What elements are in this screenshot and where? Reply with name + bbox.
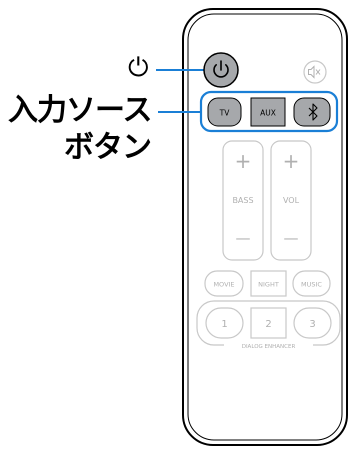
dialog-button-3[interactable]: [293, 307, 332, 339]
aux-button-label: AUX: [260, 109, 276, 118]
mute-button[interactable]: [303, 60, 327, 84]
dialog-button-2-label: 2: [265, 319, 271, 330]
power-symbol-label: ⏻: [128, 53, 149, 83]
dialog-button-3-label: 3: [309, 319, 315, 330]
vol-label: VOL: [283, 196, 300, 205]
dialog-button-1[interactable]: [205, 307, 244, 339]
night-button-label: NIGHT: [258, 281, 279, 289]
remote-body-inner: [187, 13, 343, 441]
bluetooth-button[interactable]: [293, 97, 331, 127]
input-source-label-line1: 入力ソース: [8, 93, 152, 128]
movie-button[interactable]: [204, 270, 244, 297]
dialog-button-1-label: 1: [221, 319, 227, 330]
music-button-label: MUSIC: [301, 281, 322, 289]
movie-button-label: MOVIE: [213, 281, 234, 289]
vol-rocker[interactable]: [270, 140, 312, 261]
bluetooth-icon: [308, 103, 318, 121]
dialog-enhancer-label: DIALOG ENHANCER: [242, 344, 296, 350]
vol-up-sign[interactable]: +: [283, 149, 300, 173]
tv-button-label: TV: [219, 109, 231, 118]
night-button[interactable]: [250, 270, 287, 297]
mute-icon: [308, 65, 321, 79]
bass-rocker[interactable]: [222, 140, 264, 261]
bass-down-sign[interactable]: —: [236, 229, 251, 247]
bass-label: BASS: [232, 196, 253, 205]
tv-button[interactable]: [207, 97, 242, 127]
power-icon: [213, 60, 229, 78]
vol-down-sign[interactable]: —: [284, 229, 299, 247]
bass-up-sign[interactable]: +: [235, 149, 252, 173]
input-source-label-line2: ボタン: [64, 130, 152, 165]
dialog-button-2[interactable]: [250, 307, 287, 339]
aux-button[interactable]: [250, 97, 286, 127]
dialog-enhancer-frame: [196, 300, 341, 346]
music-button[interactable]: [292, 270, 331, 297]
